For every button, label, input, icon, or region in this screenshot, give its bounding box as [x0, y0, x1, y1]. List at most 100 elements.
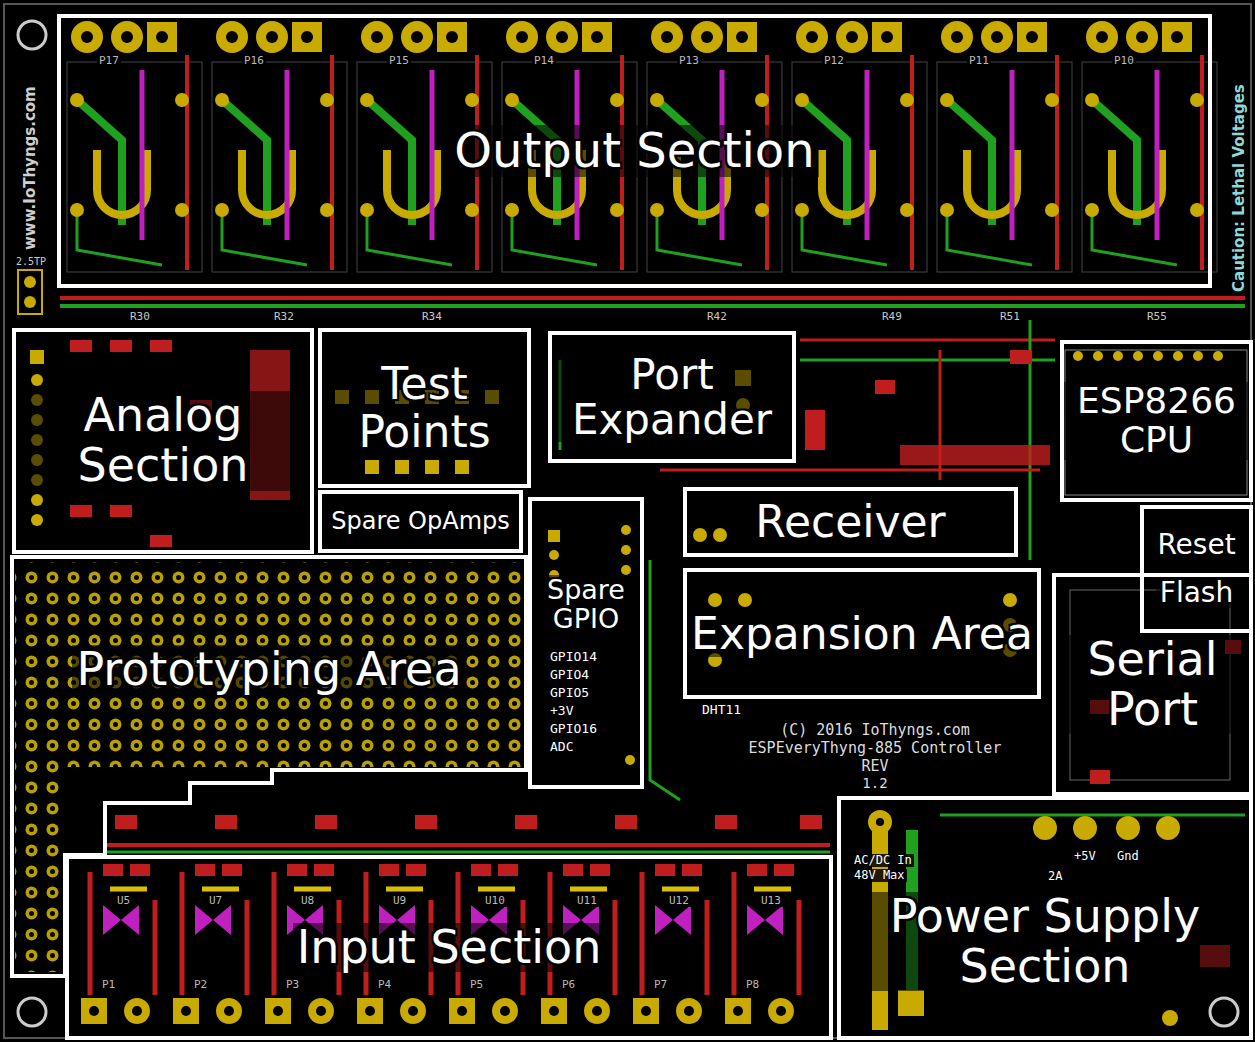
relay-7 — [937, 21, 1072, 272]
smd-pad — [215, 815, 237, 829]
header-pad — [621, 565, 631, 575]
silkscreen-label: +3V — [548, 704, 575, 718]
output-section: Output Section — [57, 14, 1212, 288]
smd-pad — [110, 340, 132, 352]
green-trace — [650, 560, 680, 800]
silkscreen-label: P12 — [822, 55, 846, 67]
board-marking: www.IoThyngs.com — [22, 84, 39, 252]
header-pad — [708, 593, 722, 607]
silkscreen-label: P1 — [100, 979, 117, 991]
section-label: Spare GPIO — [532, 575, 640, 633]
smd-pads — [900, 445, 1050, 465]
silkscreen-label: U11 — [575, 895, 599, 907]
header-pad — [738, 593, 752, 607]
section-label: Spare OpAmps — [327, 509, 514, 535]
smd-pad — [415, 815, 437, 829]
section-label: Port Expander — [552, 352, 792, 443]
power-pad — [1162, 1010, 1178, 1026]
esp-pad — [1093, 351, 1103, 361]
board-marking: Caution: Lethal Voltages — [1231, 82, 1248, 294]
silkscreen-label: ESPEveryThyng-885 Controller — [747, 740, 1004, 757]
esp-pad — [1113, 351, 1123, 361]
header-pad — [621, 545, 631, 555]
silkscreen-label: ADC — [548, 740, 575, 754]
green-trace — [940, 814, 1245, 817]
header-pad — [1073, 816, 1097, 840]
mount-hole — [18, 21, 46, 49]
input-1 — [81, 864, 155, 1024]
section-label: Serial Port — [1056, 635, 1249, 734]
header-pad — [548, 530, 560, 542]
power-supply-section: Power Supply Section — [837, 796, 1253, 1040]
relay-1 — [67, 21, 202, 272]
silkscreen-label: Gnd — [1115, 850, 1141, 863]
silkscreen-label: GPIO16 — [548, 722, 599, 736]
silkscreen-label: P16 — [242, 55, 266, 67]
silkscreen-label: U10 — [483, 895, 507, 907]
smd-pad — [1010, 350, 1032, 364]
silkscreen-label: P2 — [192, 979, 209, 991]
board-outline — [4, 4, 1251, 1038]
silkscreen-label: U8 — [299, 895, 316, 907]
smd-pad — [515, 815, 537, 829]
header-pad — [1033, 816, 1057, 840]
serial-port-box: Serial Port — [1052, 573, 1253, 796]
smd-pad — [1090, 770, 1110, 784]
smd-pad — [715, 815, 737, 829]
silkscreen-label: U5 — [115, 895, 132, 907]
jumper-pad — [24, 296, 36, 308]
tp-pad — [455, 460, 469, 474]
proto-grid — [15, 562, 522, 767]
power-pad — [868, 810, 892, 834]
esp-pad — [1213, 351, 1223, 361]
silkscreen-label: U12 — [667, 895, 691, 907]
silkscreen-label: P5 — [468, 979, 485, 991]
silkscreen-label: R42 — [705, 311, 729, 323]
input-2 — [173, 864, 247, 1024]
silkscreen-label: P14 — [532, 55, 556, 67]
header-pad — [693, 528, 707, 542]
pad-hole — [876, 818, 884, 826]
bus-trace — [105, 851, 830, 854]
silkscreen-label: P11 — [967, 55, 991, 67]
silkscreen-label: P10 — [1112, 55, 1136, 67]
silkscreen-label: 48V Max — [852, 869, 907, 882]
smd-pad — [70, 505, 92, 517]
test-points-box: Test Points — [318, 328, 531, 488]
silkscreen-label: GPIO5 — [548, 686, 591, 700]
mount-hole — [18, 998, 46, 1026]
smd-pad — [115, 815, 137, 829]
header-pad — [549, 550, 559, 560]
analog-section: Analog Section — [12, 328, 314, 554]
silkscreen-label: P17 — [97, 55, 121, 67]
section-label: Expansion Area — [687, 610, 1037, 658]
silkscreen-label: U7 — [207, 895, 224, 907]
header-pad — [625, 755, 635, 765]
header-pad — [1003, 593, 1017, 607]
jumper-outline — [18, 270, 42, 314]
gpio-header — [548, 525, 635, 765]
cpu-box: ESP8266 CPU — [1060, 340, 1253, 502]
smd-pad — [805, 410, 825, 450]
smd-pad — [315, 815, 337, 829]
silkscreen-label: 2A — [1046, 870, 1064, 883]
silkscreen-label: 1.2 — [860, 776, 889, 791]
header-pad — [30, 350, 44, 364]
silkscreen-label: REV — [859, 758, 890, 775]
section-label: Flash — [1156, 578, 1237, 608]
silkscreen-label: R55 — [1145, 311, 1169, 323]
header-pad — [31, 514, 43, 526]
smd-pad — [875, 380, 895, 394]
prototyping-area: Prototyping Area — [10, 555, 528, 978]
spare-gpio-box: Spare GPIO — [528, 497, 644, 789]
header-pad — [31, 374, 43, 386]
expansion-box: Expansion Area — [683, 568, 1041, 699]
silkscreen-label: R32 — [272, 311, 296, 323]
silkscreen-label: DHT11 — [700, 703, 743, 717]
silkscreen-label: U13 — [759, 895, 783, 907]
silkscreen-label: R30 — [128, 311, 152, 323]
smd-pad — [800, 815, 822, 829]
region-outline — [10, 555, 528, 978]
silkscreen-label: P3 — [284, 979, 301, 991]
